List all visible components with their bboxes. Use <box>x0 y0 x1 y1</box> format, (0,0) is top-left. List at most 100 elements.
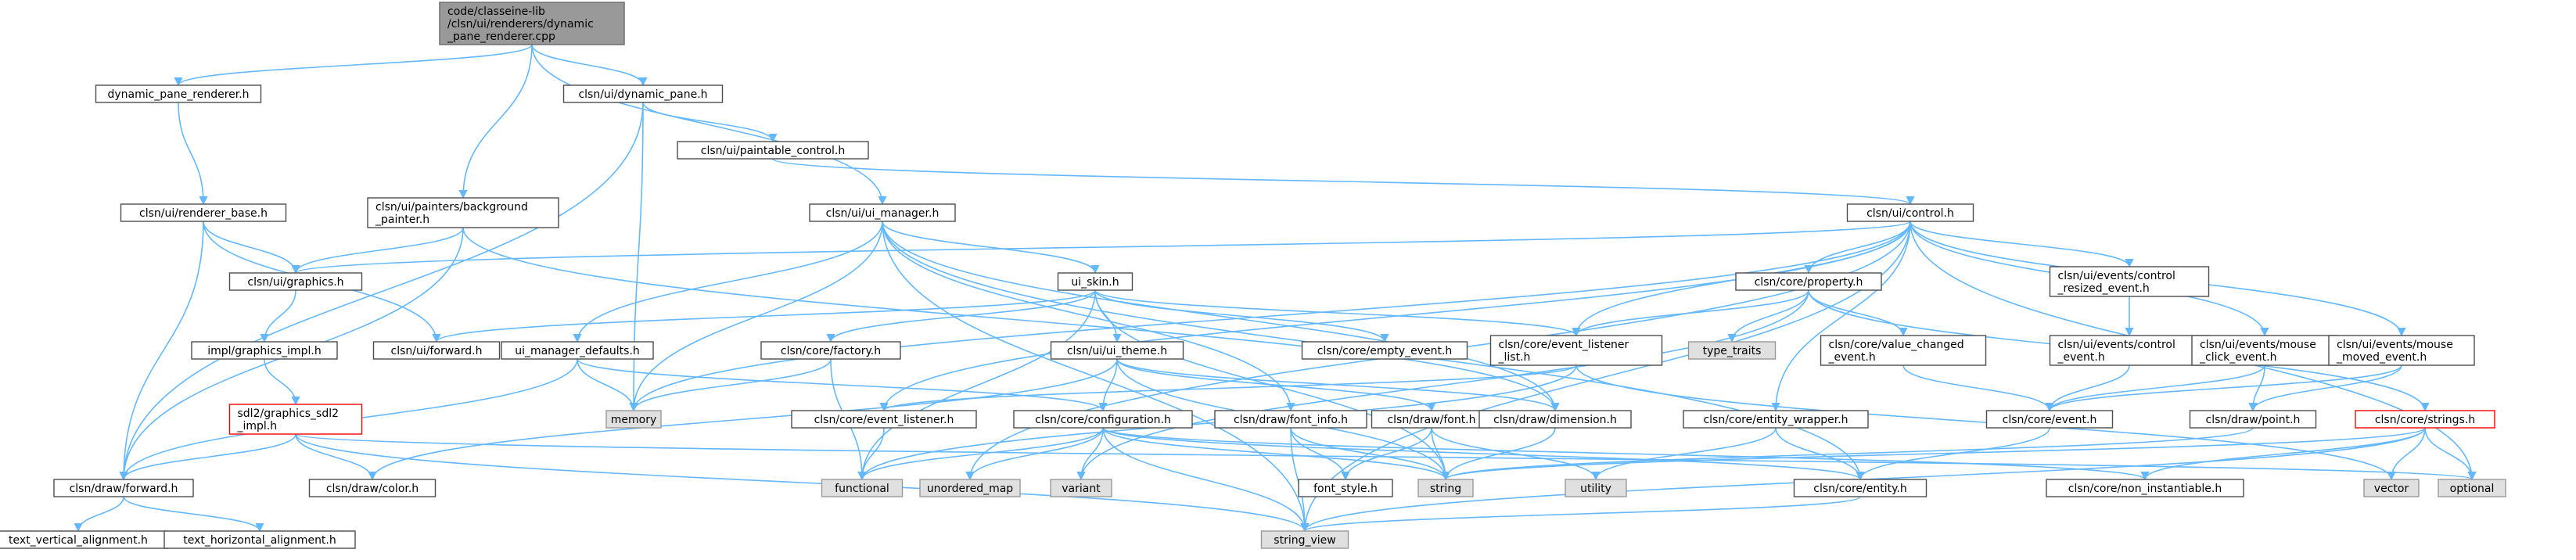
node-control_event_h[interactable]: clsn/ui/events/control_event.h <box>2049 335 2210 366</box>
node-label-mouse_moved_event_h-line-0: clsn/ui/events/mouse <box>2337 339 2453 351</box>
node-non_instantiable_h[interactable]: clsn/core/non_instantiable.h <box>2046 479 2244 497</box>
node-box-dimension_h <box>1478 410 1632 429</box>
node-label-renderer_base_h-line-0: clsn/ui/renderer_base.h <box>139 207 268 220</box>
node-text_horizontal_alignment_h[interactable]: text_horizontal_alignment.h <box>163 530 356 549</box>
node-ui_theme_h[interactable]: clsn/ui/ui_theme.h <box>1050 341 1184 360</box>
node-font_style_h[interactable]: font_style.h <box>1298 479 1393 497</box>
node-draw_forward_h[interactable]: clsn/draw/forward.h <box>53 479 194 497</box>
node-box-memory <box>605 410 662 429</box>
node-variant[interactable]: variant <box>1050 479 1112 497</box>
node-box-type_traits <box>1687 341 1777 360</box>
node-unordered_map[interactable]: unordered_map <box>919 479 1021 497</box>
node-dynamic_pane_renderer_h[interactable]: dynamic_pane_renderer.h <box>95 84 262 103</box>
node-string[interactable]: string <box>1417 479 1474 497</box>
node-ui_manager_h[interactable]: clsn/ui/ui_manager.h <box>809 203 956 222</box>
edge-font_h-to-utility <box>1431 427 1601 481</box>
node-box-ui_skin_h <box>1057 272 1134 291</box>
node-label-background_painter_h-line-1: _painter.h <box>375 214 429 226</box>
node-value_changed_event_h[interactable]: clsn/core/value_changed_event.h <box>1820 335 1987 366</box>
node-point_h[interactable]: clsn/draw/point.h <box>2189 410 2317 429</box>
node-box-point_h <box>2189 410 2317 429</box>
node-label-color_h-line-0: clsn/draw/color.h <box>326 483 419 495</box>
node-ui_skin_h[interactable]: ui_skin.h <box>1057 272 1134 291</box>
node-label-property_h-line-0: clsn/core/property.h <box>1755 276 1863 289</box>
edge-event_listener_list_h-to-event_listener_h <box>879 364 1577 412</box>
node-entity_wrapper_h[interactable]: clsn/core/entity_wrapper.h <box>1683 410 1869 429</box>
node-mouse_moved_event_h[interactable]: clsn/ui/events/mouse_moved_event.h <box>2328 335 2475 366</box>
node-label-text_vertical_alignment_h-line-0: text_vertical_alignment.h <box>9 534 148 547</box>
node-empty_event_h[interactable]: clsn/core/empty_event.h <box>1301 341 1468 360</box>
edge-event_listener_h-to-functional <box>857 427 885 481</box>
node-label-graphics_sdl2_impl_h-line-1: _impl.h <box>237 420 278 433</box>
node-factory_h[interactable]: clsn/core/factory.h <box>760 341 901 360</box>
node-vector[interactable]: vector <box>2363 479 2420 497</box>
node-box-ui_manager_defaults_h <box>501 341 654 360</box>
edge-factory_h-to-memory <box>629 358 832 412</box>
node-box-font_info_h <box>1214 410 1367 429</box>
edge-dynamic_pane_h-to-memory <box>629 102 644 412</box>
edge-draw_forward_h-to-text_vertical_alignment_h <box>74 496 124 533</box>
node-text_vertical_alignment_h[interactable]: text_vertical_alignment.h <box>0 530 168 549</box>
node-box-color_h <box>308 479 437 497</box>
node-utility[interactable]: utility <box>1565 479 1627 497</box>
node-strings_h[interactable]: clsn/core/strings.h <box>2355 410 2495 429</box>
node-label-event_h-line-0: clsn/core/event.h <box>2003 414 2097 426</box>
node-font_h[interactable]: clsn/draw/font.h <box>1371 410 1493 429</box>
node-renderer_base_h[interactable]: clsn/ui/renderer_base.h <box>120 203 287 222</box>
node-label-value_changed_event_h-line-1: _event.h <box>1828 351 1876 364</box>
edge-root-to-background_painter_h <box>458 44 533 199</box>
node-event_listener_h[interactable]: clsn/core/event_listener.h <box>791 410 977 429</box>
node-box-event_listener_list_h <box>1489 335 1663 366</box>
node-ui_manager_defaults_h[interactable]: ui_manager_defaults.h <box>501 341 654 360</box>
node-label-graphics_impl_h-line-0: impl/graphics_impl.h <box>207 345 322 357</box>
node-background_painter_h[interactable]: clsn/ui/painters/background_painter.h <box>367 197 559 228</box>
node-label-control_event_h-line-0: clsn/ui/events/control <box>2058 339 2175 351</box>
node-label-root-line-0: code/classeine-lib <box>447 5 545 18</box>
node-label-entity_h-line-0: clsn/core/entity.h <box>1813 483 1906 495</box>
node-label-font_h-line-0: clsn/draw/font.h <box>1387 414 1475 426</box>
edge-ui_manager_h-to-ui_skin_h <box>882 221 1100 275</box>
node-dynamic_pane_h[interactable]: clsn/ui/dynamic_pane.h <box>562 84 724 103</box>
node-font_info_h[interactable]: clsn/draw/font_info.h <box>1214 410 1367 429</box>
edge-configuration_h-to-variant <box>1076 427 1104 481</box>
node-string_view[interactable]: string_view <box>1260 530 1349 549</box>
node-mouse_click_event_h[interactable]: clsn/ui/events/mouse_click_event.h <box>2191 335 2338 366</box>
node-color_h[interactable]: clsn/draw/color.h <box>308 479 437 497</box>
edge-mouse_moved_event_h-to-point_h <box>2248 364 2402 412</box>
node-box-graphics_h <box>228 272 363 291</box>
node-graphics_h[interactable]: clsn/ui/graphics.h <box>228 272 363 291</box>
node-configuration_h[interactable]: clsn/core/configuration.h <box>1013 410 1193 429</box>
node-control_h[interactable]: clsn/ui/control.h <box>1846 203 1974 222</box>
edge-graphics_h-to-graphics_impl_h <box>260 289 296 343</box>
node-dimension_h[interactable]: clsn/draw/dimension.h <box>1478 410 1632 429</box>
node-root[interactable]: code/classeine-lib/clsn/ui/renderers/dyn… <box>439 2 625 45</box>
node-event_listener_list_h[interactable]: clsn/core/event_listener_list.h <box>1489 335 1663 366</box>
edge-ui_manager_defaults_h-to-configuration_h <box>577 358 1108 412</box>
edge-ui_theme_h-to-font_h <box>1116 358 1436 412</box>
node-memory[interactable]: memory <box>605 410 662 429</box>
node-entity_h[interactable]: clsn/core/entity.h <box>1793 479 1928 497</box>
edge-ui_manager_h-to-ui_manager_defaults_h <box>573 221 883 343</box>
node-type_traits[interactable]: type_traits <box>1687 341 1777 360</box>
node-label-event_listener_h-line-0: clsn/core/event_listener.h <box>814 414 954 426</box>
node-box-font_style_h <box>1298 479 1393 497</box>
node-ui_forward_h[interactable]: clsn/ui/forward.h <box>372 341 501 360</box>
node-graphics_impl_h[interactable]: impl/graphics_impl.h <box>191 341 338 360</box>
node-graphics_sdl2_impl_h[interactable]: sdl2/graphics_sdl2_impl.h <box>228 404 363 435</box>
node-event_h[interactable]: clsn/core/event.h <box>1985 410 2114 429</box>
edge-background_painter_h-to-graphics_h <box>291 227 464 275</box>
node-label-dynamic_pane_renderer_h-line-0: dynamic_pane_renderer.h <box>107 88 249 101</box>
node-optional[interactable]: optional <box>2438 479 2506 497</box>
node-control_resized_event_h[interactable]: clsn/ui/events/control_resized_event.h <box>2049 266 2210 297</box>
node-box-empty_event_h <box>1301 341 1468 360</box>
node-property_h[interactable]: clsn/core/property.h <box>1735 272 1882 291</box>
node-paintable_control_h[interactable]: clsn/ui/paintable_control.h <box>677 141 869 160</box>
node-label-paintable_control_h-line-0: clsn/ui/paintable_control.h <box>701 145 846 157</box>
node-box-mouse_moved_event_h <box>2328 335 2475 366</box>
node-functional[interactable]: functional <box>821 479 904 497</box>
node-box-renderer_base_h <box>120 203 287 222</box>
node-box-dynamic_pane_h <box>562 84 724 103</box>
node-box-vector <box>2363 479 2420 497</box>
edge-configuration_h-to-functional <box>857 427 1104 481</box>
edge-configuration_h-to-entity_h <box>1102 427 1865 481</box>
